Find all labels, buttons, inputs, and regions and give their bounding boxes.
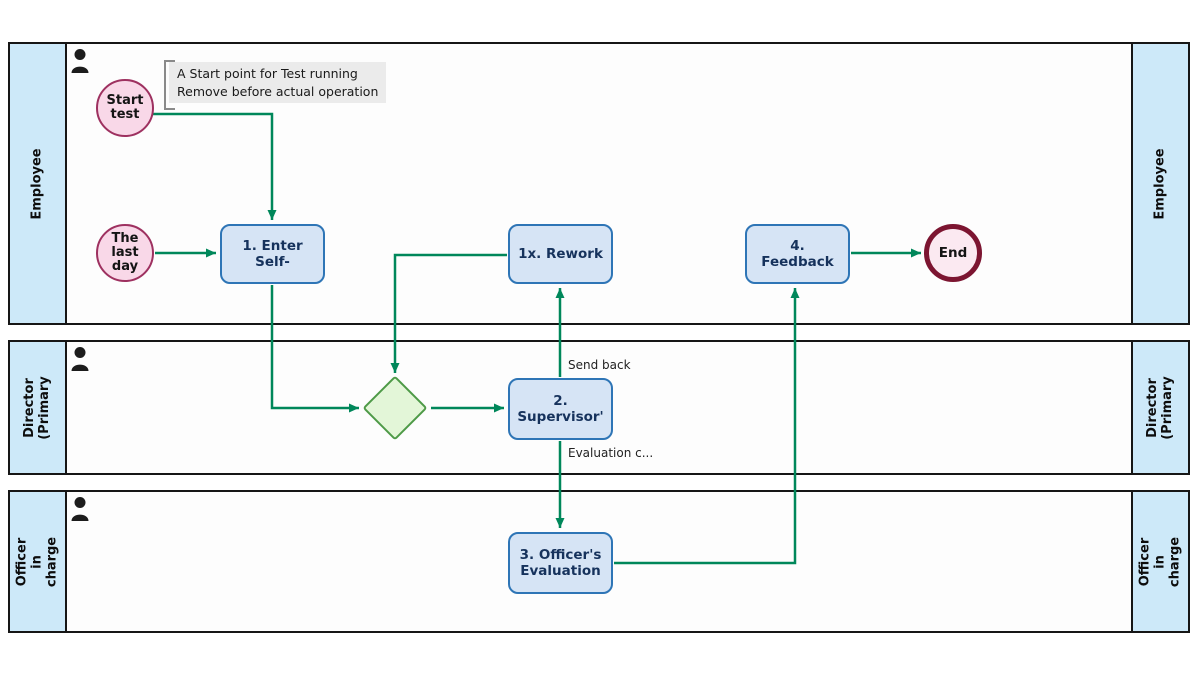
edge-label-evaluation-complete: Evaluation c... xyxy=(568,446,654,460)
task-enter-self-evaluation[interactable]: 1. Enter Self- xyxy=(220,224,325,284)
lane-label-officer: Officer in charge xyxy=(1137,536,1182,587)
annotation-text: A Start point for Test running Remove be… xyxy=(169,62,387,103)
lane-label-employee: Employee xyxy=(29,147,45,220)
task-officers-evaluation[interactable]: 3. Officer's Evaluation xyxy=(508,532,613,594)
task-supervisor-evaluation[interactable]: 2. Supervisor' xyxy=(508,378,613,440)
lane-label-director: Director (Primary xyxy=(21,375,52,440)
lane-header-officer-right[interactable]: Officer in charge xyxy=(1131,492,1188,631)
person-icon xyxy=(70,48,90,78)
person-icon xyxy=(70,496,90,526)
start-event-last-day[interactable]: The last day xyxy=(96,224,154,282)
lane-header-director-right[interactable]: Director (Primary xyxy=(1131,342,1188,473)
lane-header-officer-left[interactable]: Officer in charge xyxy=(10,492,67,631)
task-feedback[interactable]: 4. Feedback xyxy=(745,224,850,284)
lane-label-employee: Employee xyxy=(1152,147,1168,220)
lane-label-officer: Officer in charge xyxy=(14,536,59,587)
edge-label-send-back: Send back xyxy=(568,358,631,372)
task-rework[interactable]: 1x. Rework xyxy=(508,224,613,284)
end-event[interactable]: End xyxy=(924,224,982,282)
start-event-start-test[interactable]: Start test xyxy=(96,79,154,137)
person-icon xyxy=(70,346,90,376)
lane-header-employee-left[interactable]: Employee xyxy=(10,44,67,323)
lane-label-director: Director (Primary xyxy=(1144,375,1175,440)
annotation-bracket xyxy=(164,60,175,110)
lane-header-director-left[interactable]: Director (Primary xyxy=(10,342,67,473)
pool-director[interactable]: Director (Primary Director (Primary xyxy=(8,340,1190,475)
lane-header-employee-right[interactable]: Employee xyxy=(1131,44,1188,323)
